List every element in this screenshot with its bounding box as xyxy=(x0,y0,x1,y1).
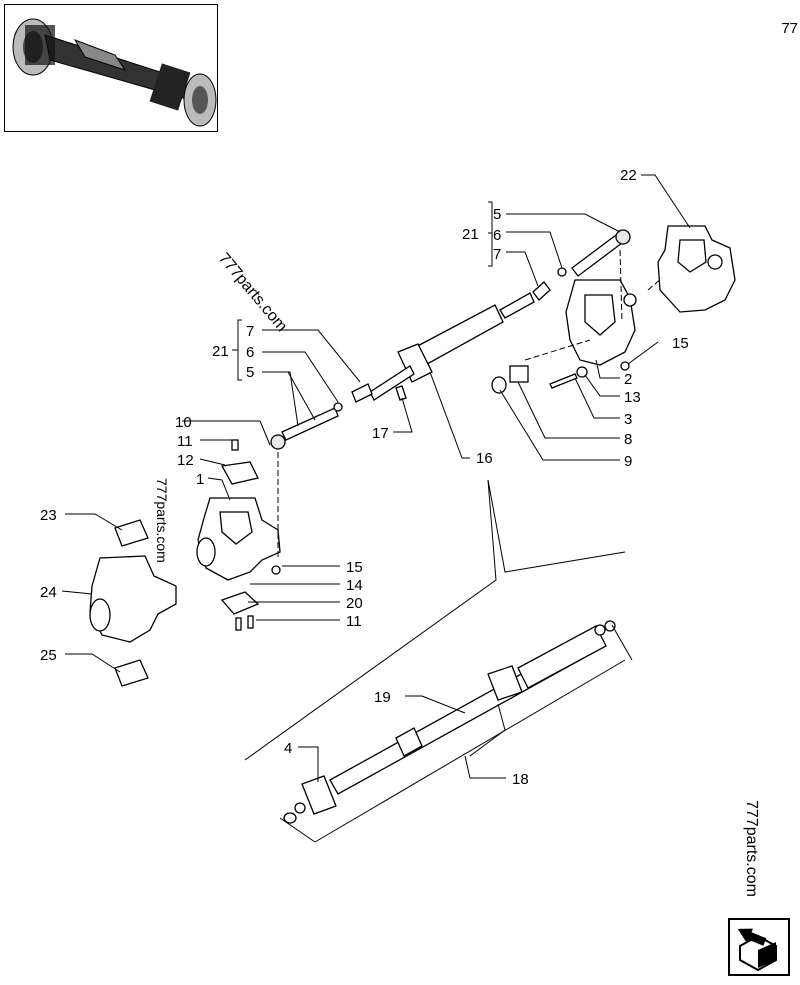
label-17: 17 xyxy=(372,425,389,442)
callout-labels: 22 5 21 6 7 7 21 6 5 15 2 13 3 8 9 10 11… xyxy=(40,167,689,788)
part-22-knuckle xyxy=(657,225,736,313)
label-22: 22 xyxy=(620,167,637,184)
part-16-cylinder xyxy=(369,292,535,401)
label-4: 4 xyxy=(284,740,292,757)
part-5-tie-rod-lower xyxy=(281,407,339,441)
page-number: 77 xyxy=(781,20,798,37)
axle-assembly-thumbnail-icon xyxy=(12,18,217,127)
part-15-cap-upper xyxy=(620,361,630,371)
label-15-upper: 15 xyxy=(672,335,689,352)
label-11-upper: 11 xyxy=(177,433,193,450)
part-11-bolt-lower xyxy=(247,615,254,629)
part-14-bracket xyxy=(220,591,260,615)
label-23: 23 xyxy=(40,507,57,524)
label-9: 9 xyxy=(624,453,632,470)
part-1-knuckle xyxy=(196,497,281,581)
part-5-ball-joint xyxy=(270,434,286,450)
label-5-upper: 5 xyxy=(493,206,501,223)
label-16: 16 xyxy=(476,450,493,467)
label-13: 13 xyxy=(624,389,641,406)
part-6-nut-lower xyxy=(333,402,343,412)
part-8-bushing xyxy=(509,365,529,383)
part-23-bracket xyxy=(114,519,149,547)
label-19: 19 xyxy=(374,689,391,706)
label-21-upper: 21 xyxy=(462,226,479,243)
label-18: 18 xyxy=(512,771,529,788)
part-20-pin xyxy=(235,617,242,631)
label-6-upper: 6 xyxy=(493,227,501,244)
label-6-lower: 6 xyxy=(246,344,254,361)
part-7-sleeve-upper xyxy=(532,281,551,301)
part-7-sleeve-lower xyxy=(351,383,373,403)
part-15-cap-lower xyxy=(271,565,281,575)
next-page-button[interactable] xyxy=(728,918,790,976)
label-14: 14 xyxy=(346,577,363,594)
part-11-bolt-upper xyxy=(231,439,239,451)
part-3-bolt xyxy=(549,373,578,389)
part-18-steering-cylinder xyxy=(283,620,616,824)
label-8: 8 xyxy=(624,431,632,448)
part-17-bolt xyxy=(395,385,407,401)
label-3: 3 xyxy=(624,411,632,428)
label-11-lower: 11 xyxy=(346,613,362,630)
label-12: 12 xyxy=(177,452,194,469)
label-15-lower: 15 xyxy=(346,559,363,576)
next-page-arrow-icon xyxy=(737,928,777,972)
leader-lines xyxy=(61,174,691,843)
part-6-nut-upper xyxy=(557,267,567,277)
label-7-upper: 7 xyxy=(493,246,501,263)
label-21-lower: 21 xyxy=(212,343,229,360)
label-25: 25 xyxy=(40,647,57,664)
label-7-lower: 7 xyxy=(246,323,254,340)
axle-assembly-thumbnail xyxy=(4,4,218,132)
label-10: 10 xyxy=(175,414,192,431)
part-25-bracket xyxy=(114,659,149,687)
label-24: 24 xyxy=(40,584,57,601)
part-13-washer xyxy=(576,366,588,378)
label-2: 2 xyxy=(624,371,632,388)
part-9-seal xyxy=(491,376,507,394)
part-12-bracket xyxy=(220,461,259,485)
part-5-tie-rod-upper xyxy=(571,229,631,277)
label-5-lower: 5 xyxy=(246,364,254,381)
part-2-knuckle xyxy=(565,279,637,366)
label-1: 1 xyxy=(196,471,204,488)
label-20: 20 xyxy=(346,595,363,612)
part-24-knuckle xyxy=(89,555,177,643)
